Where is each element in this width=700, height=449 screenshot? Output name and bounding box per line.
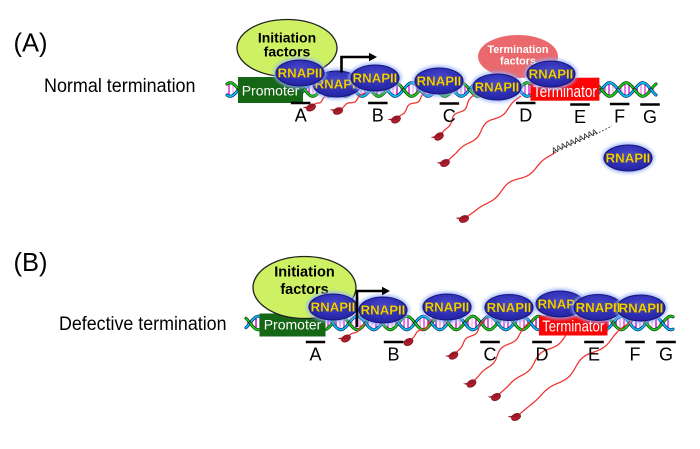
svg-text:E: E [588,345,600,365]
svg-text:factors: factors [264,44,311,60]
svg-text:RNAPII: RNAPII [619,301,664,316]
svg-text:C: C [443,106,456,126]
svg-text:B: B [387,345,399,365]
svg-text:RNAPII: RNAPII [353,71,398,86]
svg-text:Normal termination: Normal termination [44,76,196,97]
svg-text:RNAPII: RNAPII [487,300,532,315]
svg-text:RNAPII: RNAPII [475,80,520,95]
svg-text:A: A [309,345,321,365]
svg-text:Initiation: Initiation [274,265,334,281]
svg-text:A: A [295,106,307,126]
svg-text:D: D [536,345,549,365]
svg-text:RNAPII: RNAPII [576,300,621,315]
svg-text:RNAPII: RNAPII [538,297,583,312]
svg-text:C: C [484,345,497,365]
svg-text:G: G [643,107,657,127]
svg-text:RNAPII: RNAPII [315,77,360,92]
svg-text:Defective termination: Defective termination [59,314,227,335]
svg-text:Promoter: Promoter [264,317,322,333]
svg-text:RNAPII: RNAPII [619,301,664,316]
svg-text:factors: factors [500,55,536,67]
svg-text:RNAPII: RNAPII [278,66,323,81]
svg-text:Initiation: Initiation [258,30,316,46]
svg-text:D: D [519,106,532,126]
svg-text:F: F [630,345,641,365]
svg-text:RNAPII: RNAPII [361,303,406,318]
svg-text:(B): (B) [14,249,48,277]
svg-text:E: E [574,107,586,127]
svg-text:F: F [614,107,625,127]
svg-text:RNAPII: RNAPII [576,300,621,315]
svg-text:Terminator: Terminator [542,319,605,336]
svg-text:RNAPII: RNAPII [311,300,356,315]
svg-text:RNAPII: RNAPII [417,74,462,89]
svg-text:(A): (A) [14,29,48,57]
svg-text:G: G [659,345,673,365]
svg-text:Termination: Termination [488,44,549,56]
svg-text:RNAPII: RNAPII [425,300,470,315]
svg-text:RNAPII: RNAPII [606,151,651,166]
svg-text:factors: factors [280,282,328,298]
svg-text:B: B [372,106,384,126]
svg-text:RNAPII: RNAPII [529,67,574,82]
svg-text:Promoter: Promoter [242,83,300,99]
